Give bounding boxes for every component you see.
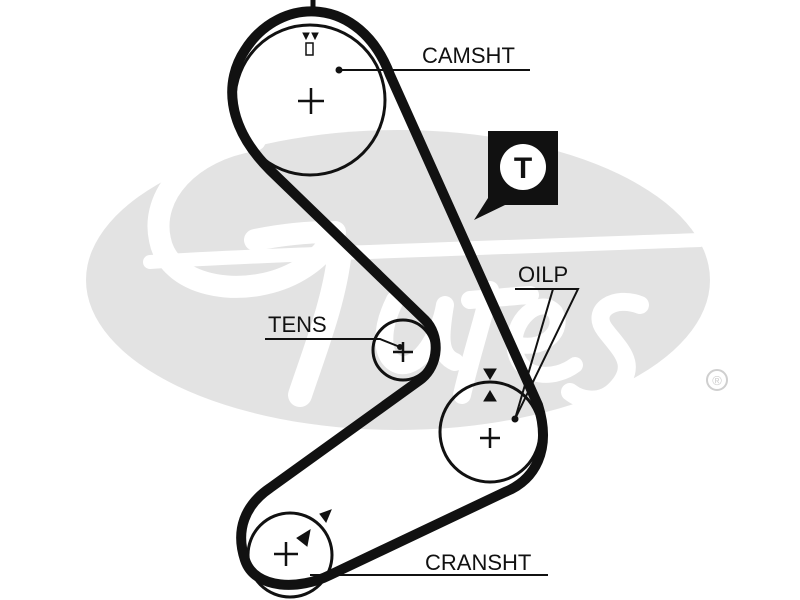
logo-script-stroke bbox=[288, 238, 352, 407]
oil-pump-arrow-down-icon bbox=[483, 368, 497, 380]
tensioner-label: TENS bbox=[268, 312, 327, 337]
crankshaft-pulley-arrow-icon bbox=[296, 528, 311, 547]
crankshaft-label: CRANSHT bbox=[425, 550, 531, 575]
crankshaft-centre-icon bbox=[274, 542, 298, 566]
crankshaft-belt-arrow-icon bbox=[319, 509, 332, 523]
camshaft-label: CAMSHT bbox=[422, 43, 515, 68]
badge-circle bbox=[500, 144, 546, 190]
tensioner-centre-icon bbox=[393, 342, 413, 362]
oil-pump-leader-2 bbox=[514, 288, 554, 420]
oil-pump-leader-dot bbox=[511, 415, 519, 423]
oil-pump-leader bbox=[514, 288, 580, 420]
oil-pump-label: OILP bbox=[518, 262, 568, 287]
oil-pump-arrow-up-icon bbox=[483, 390, 497, 402]
badge-letter: T bbox=[514, 152, 532, 185]
registered-mark: ® bbox=[712, 373, 722, 388]
timing-marks bbox=[296, 0, 497, 547]
tensioner-leader-dot bbox=[397, 344, 403, 350]
tensioner-marker-icon: T bbox=[474, 131, 558, 220]
camshaft-centre-icon bbox=[298, 88, 324, 114]
centre-marks bbox=[274, 88, 500, 566]
leader-lines bbox=[265, 69, 580, 576]
camshaft-leader-dot bbox=[335, 66, 343, 74]
registered-mark-ring bbox=[706, 369, 728, 391]
leader-dots bbox=[335, 66, 519, 423]
camshaft-notch-icon bbox=[305, 42, 314, 56]
tensioner-leader bbox=[265, 338, 401, 348]
logo-script-stroke bbox=[506, 298, 583, 383]
logo-script-stroke bbox=[143, 233, 707, 269]
timing-belt bbox=[227, 6, 548, 590]
camshaft-arrow-icon bbox=[302, 32, 319, 41]
logo-script-stroke bbox=[561, 292, 649, 409]
oil-pump-centre-icon bbox=[480, 428, 500, 448]
